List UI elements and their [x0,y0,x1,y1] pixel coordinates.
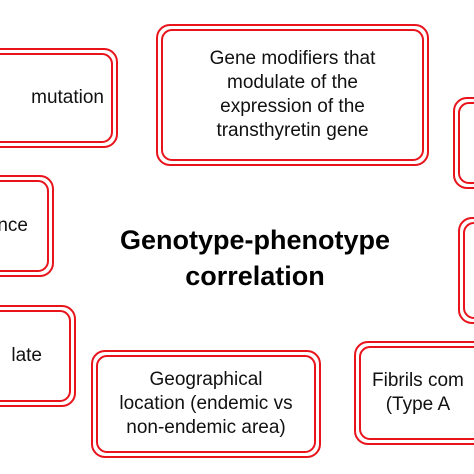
factor-box-right-mid [458,217,474,324]
factor-text: Geographical [149,369,263,390]
factor-text: Gene modifiers that [209,48,376,69]
factor-box-fibrils: Fibrils com (Type A [354,341,474,445]
factor-box-late: late [0,305,76,407]
factor-text: transthyretin gene [216,120,369,141]
central-title-line: Genotype-phenotype [119,225,390,255]
factor-box-mutation: mutation [0,48,118,148]
factor-text: non-endemic area) [126,417,286,438]
factor-box-gene-modifiers: Gene modifiers that modulate of the expr… [156,24,429,166]
factor-text: (Type A [385,394,451,415]
factor-text: expression of the [220,96,365,117]
factor-text: modulate of the [227,72,358,93]
factor-box-geographical: Geographical location (endemic vs non-en… [91,350,321,458]
factor-text: location (endemic vs [119,393,293,414]
factor-text: late [11,345,42,366]
factor-text: mutation [31,87,104,108]
factor-box-right-top [453,97,474,189]
central-concept-title: Genotype-phenotype correlation [95,222,415,294]
central-title-line: correlation [185,261,325,291]
factor-text: Fibrils com [372,370,464,391]
factor-box-nce: nce [0,175,54,277]
factor-text: nce [0,215,28,236]
